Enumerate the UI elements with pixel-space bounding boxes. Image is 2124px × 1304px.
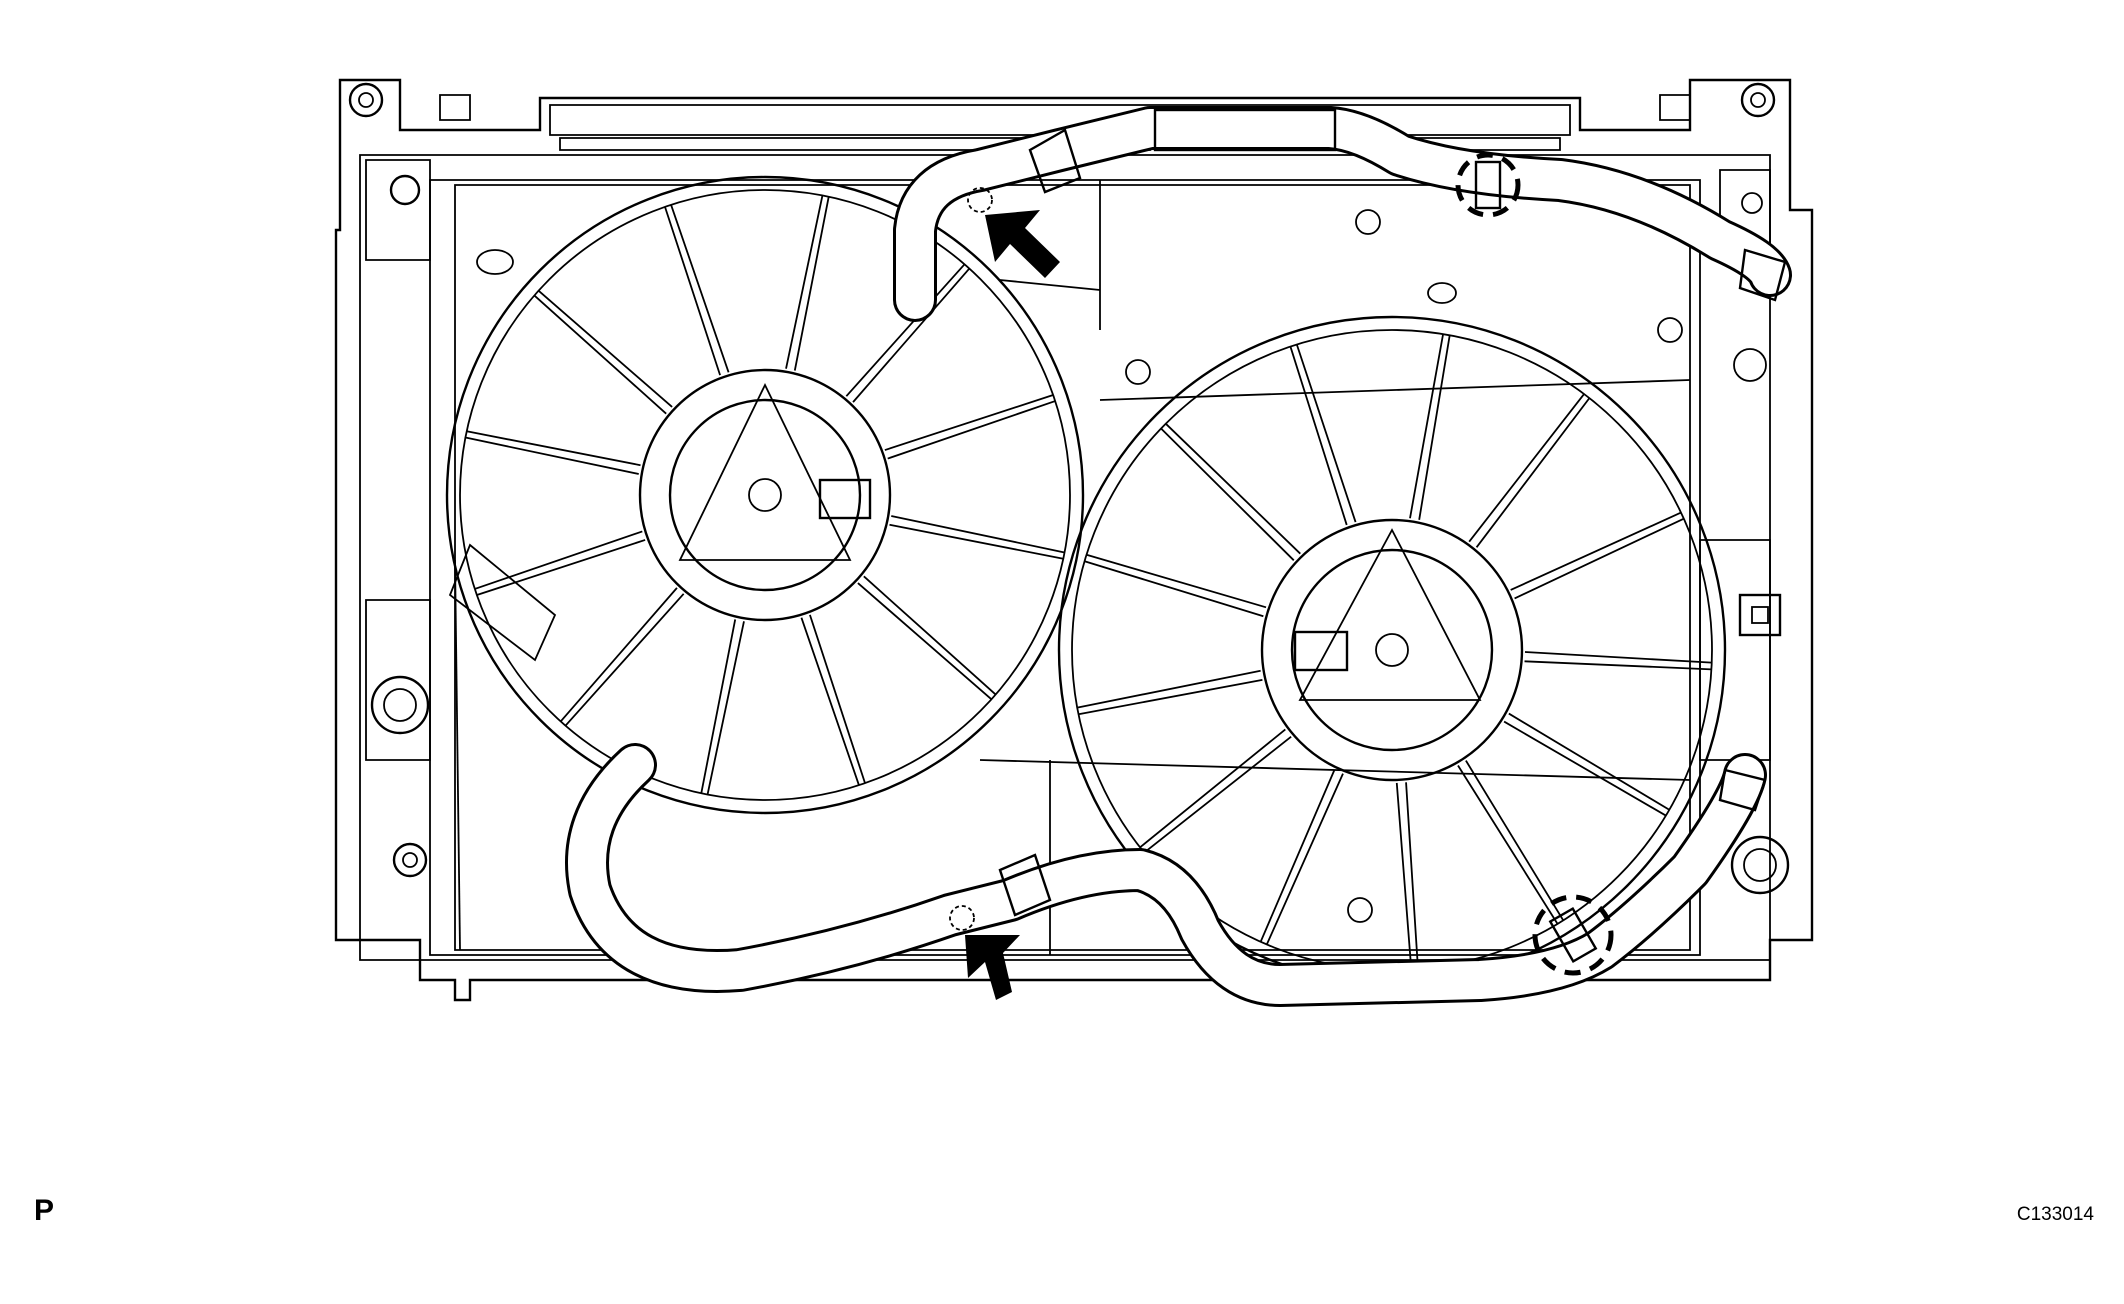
arrow-lower <box>965 935 1020 1000</box>
fan-spoke <box>559 587 685 727</box>
fan-spoke <box>1289 344 1357 526</box>
fan-spoke <box>884 394 1056 460</box>
left-fan <box>445 175 1085 815</box>
fan-spoke <box>1510 511 1685 600</box>
fan-spoke <box>1468 393 1591 548</box>
fan-spoke <box>533 289 673 415</box>
fan-spoke <box>857 575 997 701</box>
fan-spoke <box>1395 782 1419 970</box>
fan-spoke <box>845 263 971 403</box>
fan-spoke <box>889 515 1065 560</box>
lower-hose <box>565 743 1767 1007</box>
mounting-ears <box>348 82 1776 121</box>
upper-hose <box>893 106 1792 322</box>
fan-spoke <box>1084 553 1267 618</box>
figure-code: C133014 <box>2016 1204 2094 1225</box>
arrow-upper <box>985 210 1060 278</box>
fan-spoke <box>474 530 646 596</box>
frame-bolts <box>370 174 1790 923</box>
fan-spoke <box>1139 728 1292 854</box>
fan-spoke <box>1524 651 1712 671</box>
fan-spoke <box>700 619 745 795</box>
fan-spoke <box>1160 423 1301 561</box>
fan-spoke <box>1077 669 1263 716</box>
fan-spoke <box>465 430 641 475</box>
fan-spoke <box>1503 712 1670 817</box>
fan-spoke <box>1409 333 1451 520</box>
fan-spoke <box>1259 769 1344 945</box>
fan-spoke <box>785 195 830 371</box>
hose-clamp-markers <box>1455 152 1787 976</box>
fan-spoke <box>1457 760 1565 925</box>
corner-label: P <box>34 1194 55 1227</box>
fan-spoke <box>800 614 866 786</box>
right-fan <box>1057 315 1727 985</box>
fan-spoke <box>664 204 730 376</box>
shroud-frame <box>334 78 1814 1002</box>
